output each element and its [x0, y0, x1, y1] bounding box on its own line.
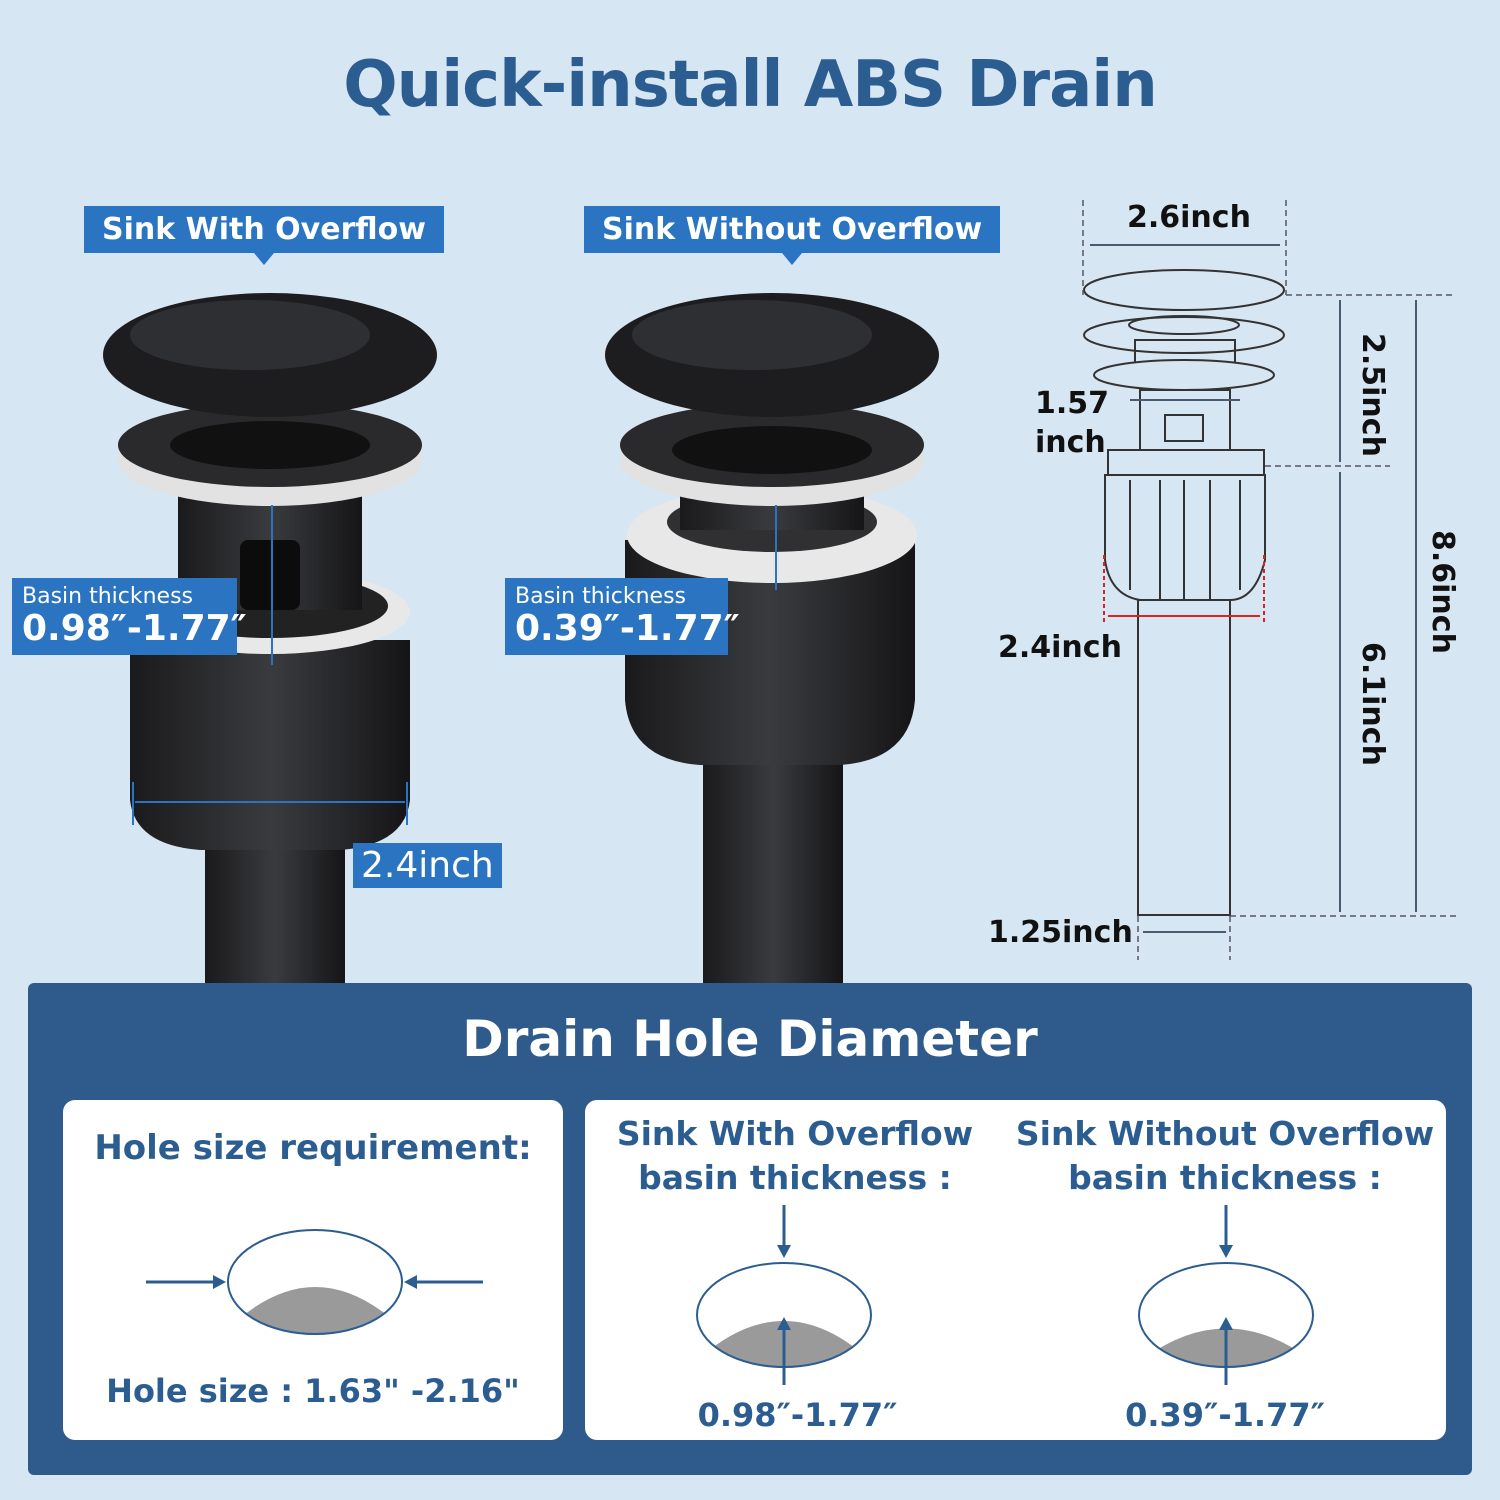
sink-with-overflow-tag: Sink With Overflow — [84, 206, 444, 265]
basin-diagrams — [696, 1205, 1314, 1385]
drain-without-overflow — [605, 293, 939, 985]
basin-thickness-card: Sink With Overflow basin thickness : Sin… — [585, 1100, 1446, 1440]
with-overflow-line1: Sink With Overflow — [616, 1114, 974, 1153]
inner-width-unit: inch — [1035, 425, 1106, 460]
nut-width-label: 2.4inch — [998, 630, 1122, 665]
hole-size-heading: Hole size requirement: — [94, 1128, 532, 1168]
panel-title: Drain Hole Diameter — [462, 1010, 1038, 1068]
drain-photos — [103, 200, 1460, 985]
hole-size-card: Hole size requirement: Hole size : 1.63"… — [63, 1100, 563, 1440]
dimension-diagram — [1082, 200, 1460, 960]
with-overflow-heading: Sink With Overflow basin thickness : — [585, 1112, 1005, 1200]
inner-width-label: 1.57 — [1035, 386, 1110, 421]
without-overflow-value: 0.39″-1.77″ — [1125, 1396, 1325, 1434]
drain-with-overflow — [103, 293, 437, 985]
without-overflow-line1: Sink Without Overflow — [1015, 1114, 1435, 1153]
pipe-height-label: 6.1inch — [1355, 642, 1390, 766]
with-overflow-line2: basin thickness : — [638, 1158, 952, 1197]
with-overflow-value: 0.98″-1.77″ — [697, 1396, 898, 1434]
nut-width-badge: 2.4inch — [353, 843, 502, 888]
pipe-width-label: 1.25inch — [988, 915, 1133, 950]
hole-diagram — [146, 1229, 483, 1335]
basin-label: Basin thickness — [22, 584, 194, 609]
basin-thickness-badge-without-overflow: Basin thickness 0.39″-1.77″ — [505, 578, 740, 655]
basin-thickness-badge-with-overflow: Basin thickness 0.98″-1.77″ — [12, 578, 247, 655]
basin-value: 0.39″-1.77″ — [515, 608, 740, 649]
basin-value: 0.98″-1.77″ — [22, 608, 247, 649]
total-height-label: 8.6inch — [1425, 530, 1460, 654]
page-title: Quick-install ABS Drain — [343, 48, 1158, 122]
sink-without-overflow-tag: Sink Without Overflow — [584, 206, 1001, 265]
without-overflow-line2: basin thickness : — [1068, 1158, 1382, 1197]
hole-size-value: Hole size : 1.63" -2.16" — [106, 1372, 520, 1410]
without-overflow-heading: Sink Without Overflow basin thickness : — [1005, 1112, 1445, 1200]
top-height-label: 2.5inch — [1355, 333, 1390, 457]
cap-width-label: 2.6inch — [1127, 200, 1251, 235]
basin-label: Basin thickness — [515, 584, 687, 609]
